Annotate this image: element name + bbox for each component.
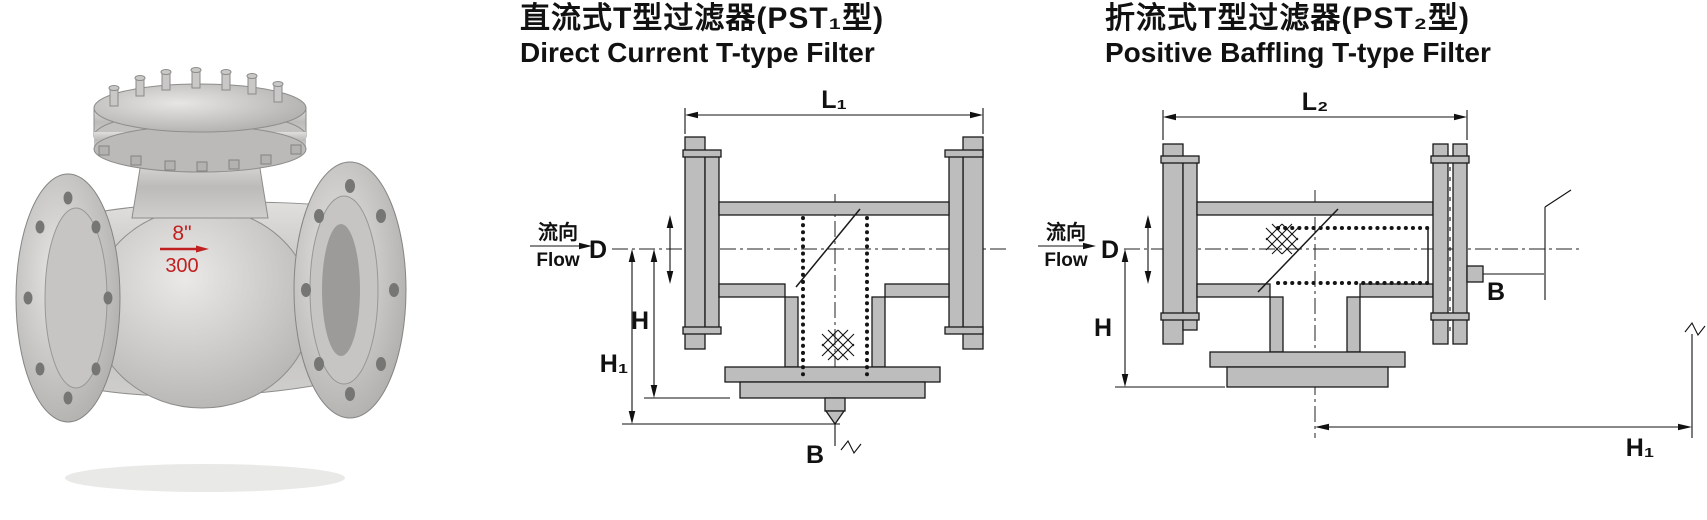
flow-annotation: 流向 Flow (1038, 220, 1096, 271)
cover-nuts (98, 144, 302, 172)
top-cover (93, 67, 307, 173)
diagram-positive-baffling: 折流式T型过滤器(PST₂型) Positive Baffling T-type… (1020, 2, 1707, 520)
dim-label-b: B (1487, 278, 1505, 306)
dim-label-h1: H₁ (600, 350, 628, 378)
flow-label-en: Flow (536, 250, 579, 271)
filter-photo-illustration: 8" 300 (15, 67, 407, 492)
diagram-direct-current: 直流式T型过滤器(PST₁型) Direct Current T-type Fi… (500, 2, 1030, 520)
centerlines (1124, 190, 1582, 438)
dim-label-h1: H₁ (1626, 434, 1654, 462)
dimension-d: D (1101, 215, 1152, 284)
flow-label-en: Flow (1044, 250, 1087, 271)
bolt-holes (23, 191, 113, 405)
product-photo: 8" 300 (0, 28, 480, 516)
mesh-symbol (821, 329, 855, 361)
right-outlet-flange (293, 161, 407, 419)
filter-screen (795, 208, 869, 382)
dimension-h: H (631, 249, 730, 399)
dimension-h1: H₁ (600, 249, 840, 425)
flow-label-zh: 流向 (538, 220, 578, 244)
red-arrow-icon (196, 245, 209, 253)
flow-arrow-icon (579, 242, 592, 250)
dim-label-h: H (1094, 314, 1112, 342)
filter-screen (1257, 208, 1430, 293)
marking-rating-text: 300 (165, 255, 198, 277)
dim-label-d: D (1101, 236, 1119, 264)
dimension-h: H (1094, 249, 1225, 388)
dimension-b: B (806, 424, 862, 469)
photo-shadow (65, 464, 345, 492)
dimension-d: D (589, 215, 674, 284)
pst1-sectional-drawing: L₁ 流向 Flow D H (530, 86, 1006, 469)
dimension-h1: H₁ (1315, 321, 1706, 462)
dimension-b: B (1483, 189, 1572, 306)
dimension-l2: L₂ (1162, 88, 1468, 140)
mesh-symbol (1265, 223, 1299, 255)
dim-label-l2: L₂ (1302, 88, 1328, 116)
valve-body-section (682, 136, 984, 426)
title-english: Direct Current T-type Filter (520, 36, 875, 68)
pst2-sectional-drawing: L₂ 流向 Flow D H (1038, 88, 1706, 462)
centerlines (612, 194, 1006, 446)
bolt-holes (301, 179, 399, 401)
dimension-l1: L₁ (684, 86, 984, 134)
dim-label-d: D (589, 236, 607, 264)
red-size-marking: 8" 300 (160, 222, 209, 277)
dim-label-l1: L₁ (821, 86, 847, 114)
dim-label-b: B (806, 441, 824, 469)
diagram-title-block: 直流式T型过滤器(PST₁型) Direct Current T-type Fi… (500, 2, 1030, 70)
valve-body-section (1160, 143, 1484, 388)
title-chinese: 折流式T型过滤器(PST₂型) (1105, 2, 1470, 35)
marking-size-text: 8" (172, 222, 191, 245)
cover-studs (108, 67, 284, 107)
title-english: Positive Baffling T-type Filter (1105, 36, 1491, 68)
title-chinese: 直流式T型过滤器(PST₁型) (520, 2, 885, 35)
left-inlet-flange (15, 173, 121, 423)
diagram-title-block: 折流式T型过滤器(PST₂型) Positive Baffling T-type… (1020, 2, 1707, 70)
flow-label-zh: 流向 (1046, 220, 1086, 244)
flow-annotation: 流向 Flow (530, 220, 592, 271)
flow-arrow-icon (1083, 242, 1096, 250)
dim-label-h: H (631, 307, 649, 335)
